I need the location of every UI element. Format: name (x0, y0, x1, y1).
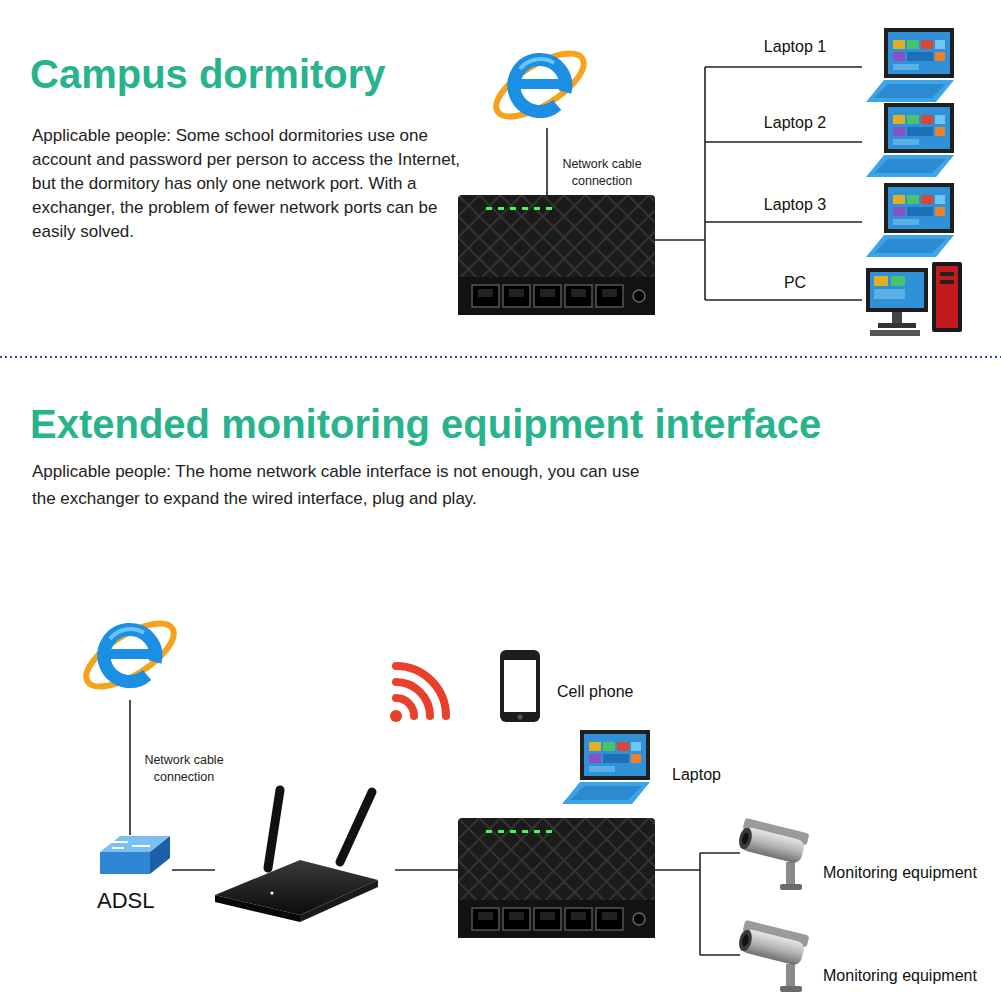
adsl-modem-icon (100, 836, 170, 874)
cell-phone-icon (500, 650, 540, 722)
internet-icon (77, 612, 183, 699)
router-device (215, 790, 378, 922)
pc-icon (866, 262, 962, 336)
section-heading: Extended monitoring equipment interface (30, 400, 821, 448)
device-label: Monitoring equipment (823, 966, 977, 986)
section-divider (0, 356, 1001, 358)
laptop-icon (866, 183, 954, 257)
device-label: Cell phone (557, 682, 634, 702)
switch-device (458, 818, 655, 938)
wires (130, 700, 740, 955)
section-heading: Campus dormitory (30, 50, 386, 98)
laptop-icon (866, 28, 954, 102)
switch-device (458, 195, 655, 315)
camera-icon (737, 920, 810, 992)
device-label: Laptop (672, 765, 721, 785)
device-label: PC (725, 273, 865, 293)
internet-icon (487, 42, 593, 129)
device-label: Monitoring equipment (823, 863, 977, 883)
cable-label: Network cable connection (138, 752, 230, 786)
device-label: Laptop 1 (725, 37, 865, 57)
laptop-icon (562, 730, 650, 804)
laptop-icon (866, 103, 954, 177)
wifi-symbol (390, 666, 446, 722)
description-text: Applicable people: The home network cabl… (32, 458, 642, 512)
description-text: Applicable people: Some school dormitori… (32, 124, 472, 244)
device-label: Laptop 3 (725, 195, 865, 215)
cable-label: Network cable connection (556, 156, 648, 190)
camera-icon (737, 818, 810, 890)
device-label: Laptop 2 (725, 113, 865, 133)
device-label: ADSL (97, 888, 154, 914)
